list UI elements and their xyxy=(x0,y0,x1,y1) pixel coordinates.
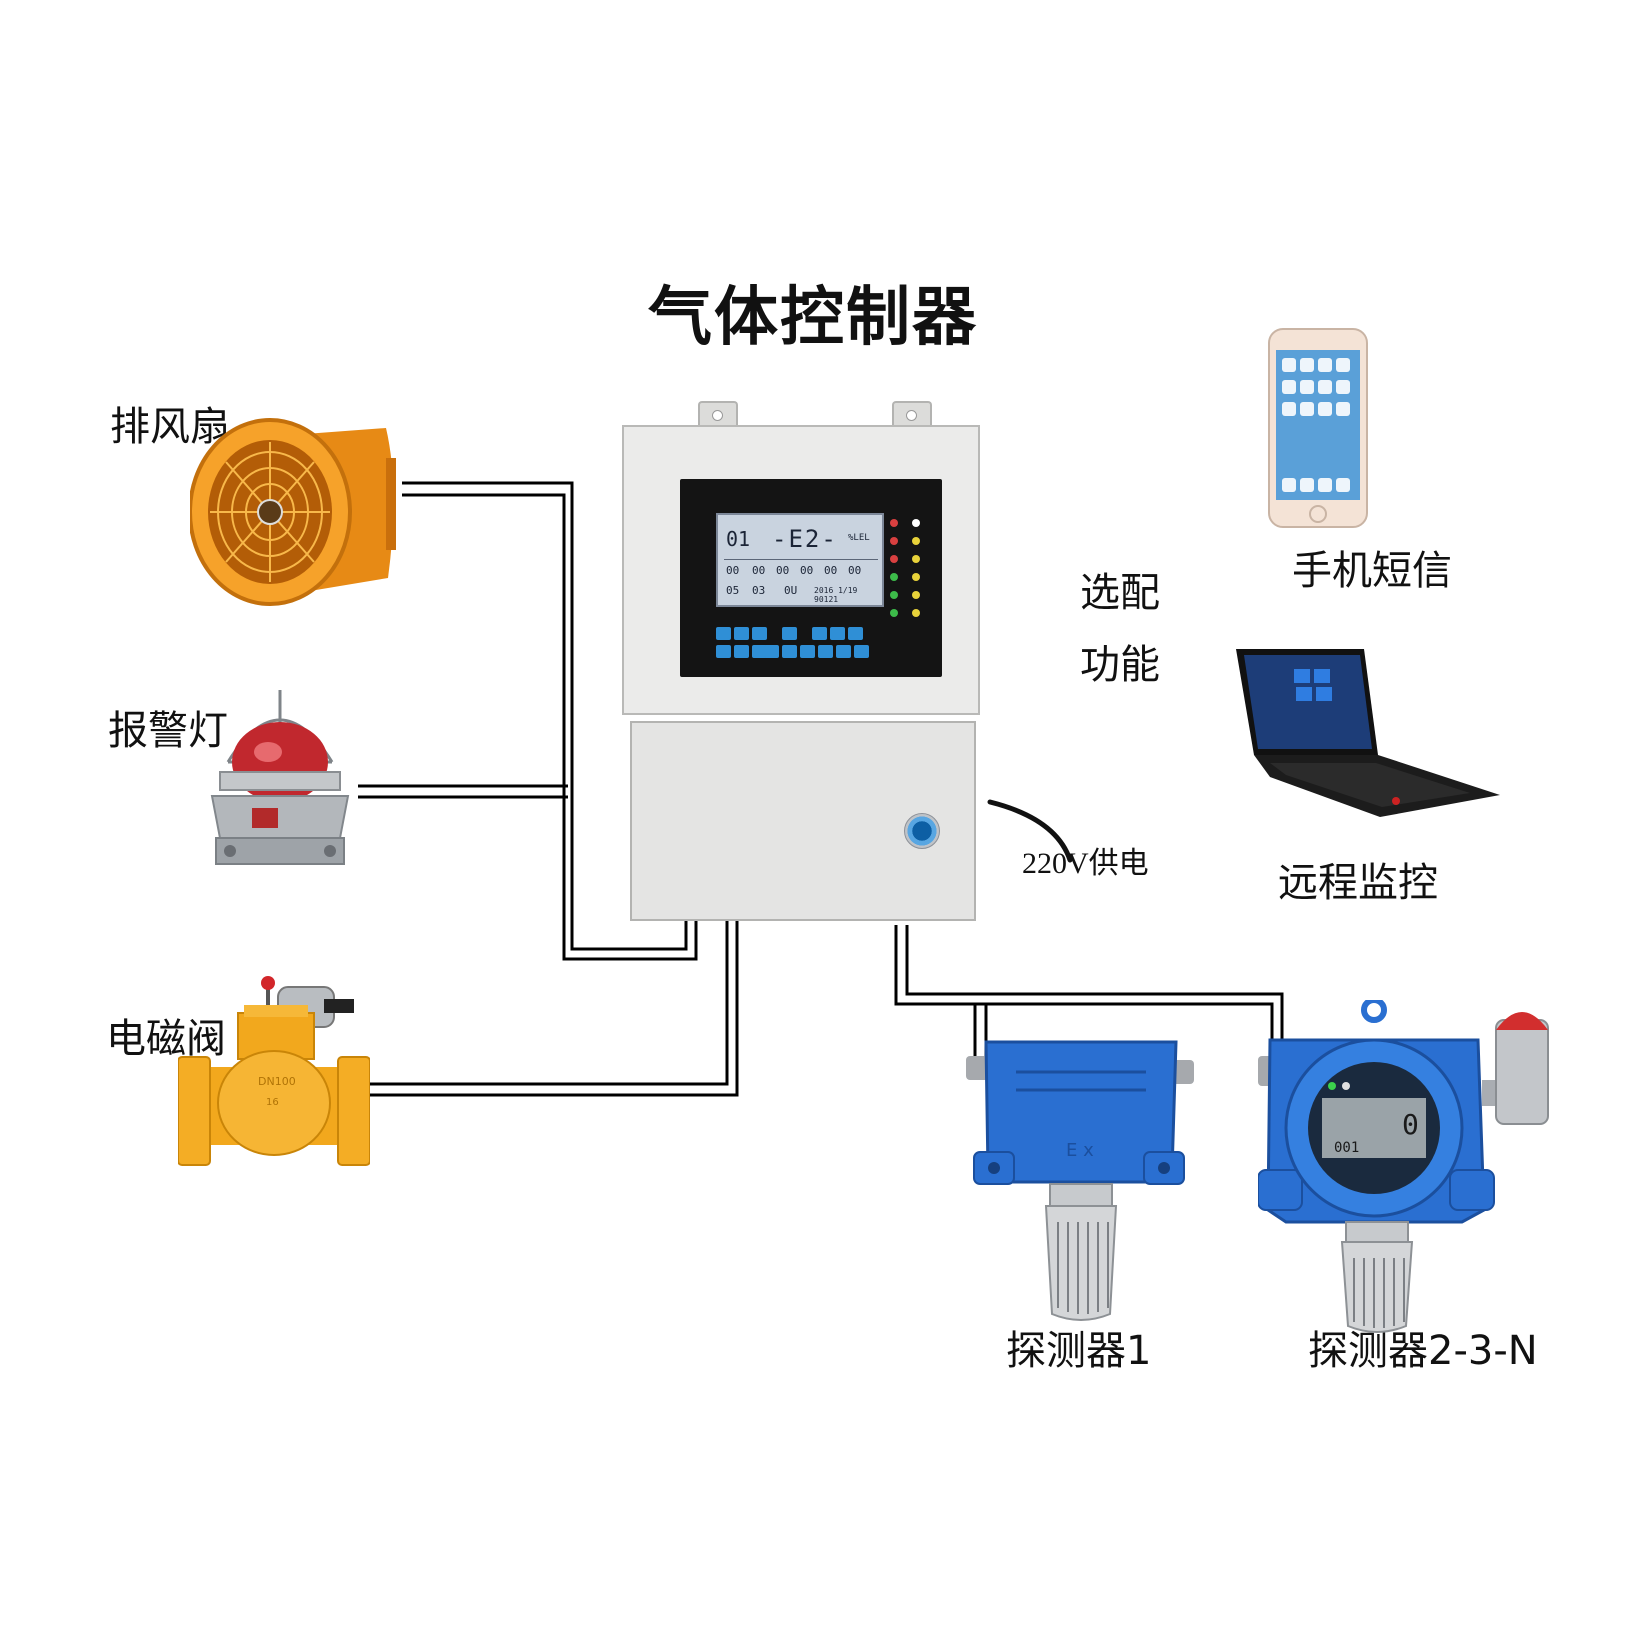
sms-label: 手机短信 xyxy=(1292,548,1452,594)
optional-label-2: 功能 xyxy=(1080,642,1160,688)
power-cable xyxy=(987,799,1073,863)
fan-label: 排风扇 xyxy=(110,404,230,450)
detector-wire-a xyxy=(894,925,1274,1060)
detector-n-label: 探测器2-3-N xyxy=(1308,1328,1538,1374)
detector-reading: 0 xyxy=(1402,1108,1419,1141)
valve-wire-a xyxy=(362,920,729,1086)
valve-pressure-marking: 16 xyxy=(266,1097,279,1108)
lcd-code: -E2- xyxy=(772,525,838,553)
controller-lock[interactable] xyxy=(904,813,940,849)
power-label: 220V供电 xyxy=(1022,847,1149,880)
mount-ear-left xyxy=(698,401,738,429)
alarm-light xyxy=(210,690,350,865)
fan-wire-a xyxy=(402,481,688,951)
valve-size-marking: DN100 xyxy=(258,1075,296,1088)
solenoid-valve-label: 电磁阀 xyxy=(106,1016,226,1062)
svg-text:E x: E x xyxy=(1066,1140,1094,1161)
alarm-light-label: 报警灯 xyxy=(108,708,228,754)
exhaust-fan xyxy=(190,418,396,606)
mobile-phone xyxy=(1268,328,1368,528)
fan-wire-b xyxy=(402,493,698,961)
detector1-label: 探测器1 xyxy=(1006,1328,1152,1374)
page-title: 气体控制器 xyxy=(648,281,978,355)
detector-wire-b xyxy=(905,925,1284,1060)
mount-ear-right xyxy=(892,401,932,429)
lcd-unit: %LEL xyxy=(848,533,870,543)
remote-monitor-label: 远程监控 xyxy=(1278,860,1438,906)
lcd-channel: 01 xyxy=(726,527,751,551)
controller-status-leds xyxy=(886,515,934,645)
optional-label-1: 选配 xyxy=(1080,570,1160,616)
laptop xyxy=(1236,649,1500,817)
detector-address: 001 xyxy=(1334,1140,1359,1156)
solenoid-valve: DN100 16 xyxy=(178,976,370,1166)
gas-detector-1: E x xyxy=(966,1040,1194,1321)
gas-detector-n: 0 001 xyxy=(1258,1000,1549,1333)
valve-wire-b xyxy=(362,920,739,1097)
